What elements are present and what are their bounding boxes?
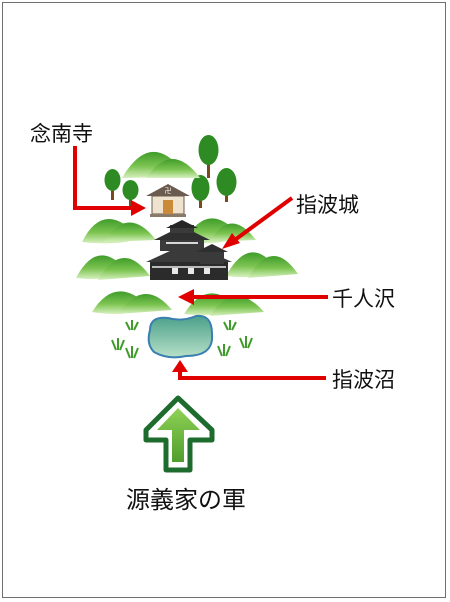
label-marsh-field: 千人沢 (332, 287, 395, 311)
tree-icon (122, 180, 139, 206)
hills-lower (76, 252, 298, 280)
tree-icon (191, 175, 210, 208)
label-army: 源義家の軍 (126, 486, 246, 514)
pointer-arrows (73, 146, 328, 380)
arrow-to-pond (172, 360, 326, 380)
hills-top (122, 151, 200, 178)
tree-icon (198, 135, 219, 178)
tree-icon (216, 168, 237, 202)
arrow-to-temple (73, 146, 146, 216)
tree-icon (104, 169, 121, 200)
grass-tufts (111, 320, 253, 359)
svg-text:卍: 卍 (165, 187, 172, 195)
up-arrow-icon (143, 395, 215, 473)
label-castle: 指波城 (296, 193, 359, 217)
arrow-to-marsh-field (178, 289, 328, 305)
castle-icon (146, 220, 232, 280)
tree-group (104, 135, 237, 208)
pond-icon (147, 314, 214, 359)
label-temple: 念南寺 (30, 122, 93, 146)
arrow-to-castle (222, 196, 294, 249)
temple-icon: 卍 (146, 184, 190, 217)
label-pond: 指波沼 (332, 368, 395, 392)
